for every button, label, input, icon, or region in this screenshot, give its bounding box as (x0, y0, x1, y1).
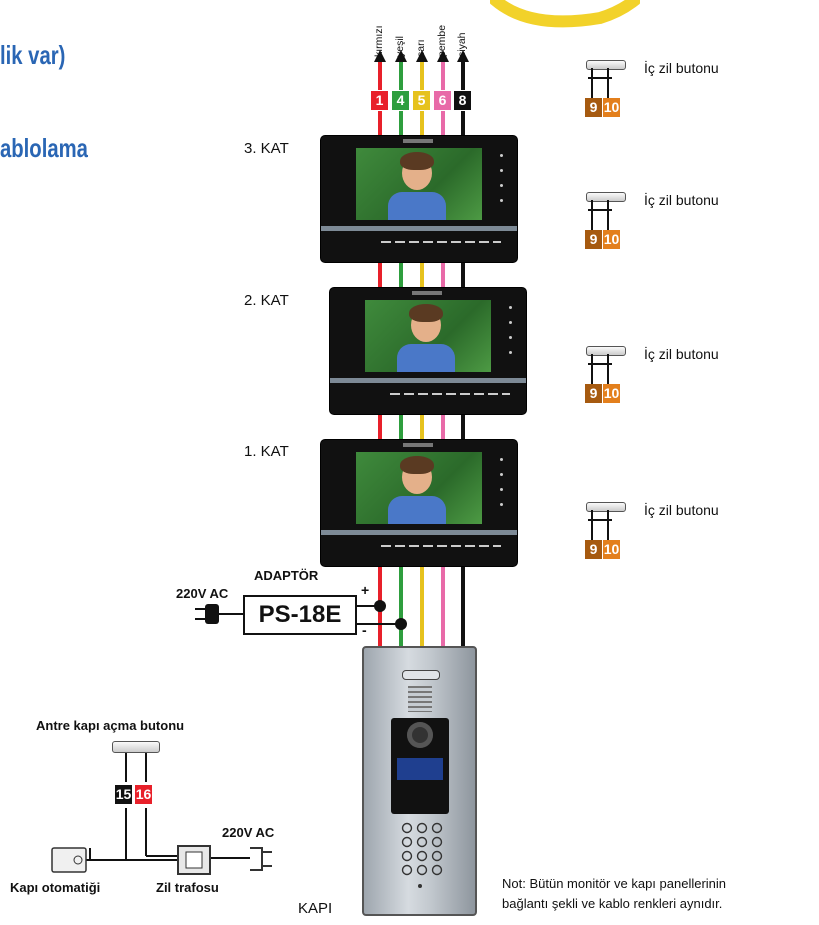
heading-line-1: lik var) (0, 40, 66, 70)
doorbell-terminal-9: 9 (585, 98, 602, 117)
door-lock-icon (51, 847, 87, 873)
doorbell-terminal-9: 9 (585, 540, 602, 559)
wire-label-red: kırmızı (373, 25, 385, 58)
junction-minus (395, 618, 407, 630)
doorbell-terminal-10: 10 (603, 230, 620, 249)
keypad (400, 822, 446, 878)
wire-label-black: siyah (456, 32, 468, 57)
terminal-8: 8 (454, 91, 471, 110)
entrance-button-icon (112, 741, 160, 753)
note-line-2: bağlantı şekli ve kablo renkleri aynıdır… (502, 896, 723, 911)
wire-label-green: yeşil (394, 35, 406, 57)
arrow-yellow (416, 50, 428, 62)
monitor-screen (356, 452, 482, 524)
doorbell-button-icon (586, 192, 626, 202)
doorbell-terminal-10: 10 (603, 384, 620, 403)
doorbell-button-icon (586, 346, 626, 356)
door-panel (362, 646, 477, 916)
doorbell-label: İç zil butonu (644, 346, 719, 362)
monitor-screen (365, 300, 491, 372)
terminal-4: 4 (392, 91, 409, 110)
arrow-pink (437, 50, 449, 62)
yellow-swoosh (490, 0, 640, 28)
doorbell-button-icon (586, 502, 626, 512)
floor-label-3: 3. KAT (244, 140, 289, 157)
door-panel-logo (402, 670, 440, 680)
monitor-floor-1 (321, 440, 517, 566)
monitor-floor-2 (330, 288, 526, 414)
arrow-black (457, 50, 469, 62)
speaker-grille (408, 686, 432, 712)
transformer-label: Zil trafosu (156, 880, 219, 895)
adapter-ac-label: 220V AC (176, 586, 229, 601)
adapter-title: ADAPTÖR (254, 568, 319, 583)
doorbell-terminal-10: 10 (603, 98, 620, 117)
entrance-terminal-15: 15 (115, 785, 132, 804)
note-line-1: Not: Bütün monitör ve kapı panellerinin (502, 876, 727, 891)
camera-icon (407, 722, 433, 748)
doorbell-label: İç zil butonu (644, 60, 719, 76)
heading-line-2: ablolama (0, 133, 88, 163)
doorbell-button-icon (586, 60, 626, 70)
monitor-screen (356, 148, 482, 220)
adapter-box: PS-18E (243, 595, 357, 635)
floor-label-2: 2. KAT (244, 292, 289, 309)
entrance-button-label: Antre kapı açma butonu (36, 718, 185, 733)
doorbell-label: İç zil butonu (644, 192, 719, 208)
top-terminal-block: 1 4 5 6 8 (369, 90, 475, 111)
adapter-minus: - (362, 622, 367, 638)
floor-label-1: 1. KAT (244, 443, 289, 460)
arrow-red (374, 50, 386, 62)
camera-display-panel (391, 718, 449, 814)
wire-label-yellow: sarı (415, 39, 427, 57)
plug-icon (205, 604, 219, 624)
entrance-terminal-16: 16 (135, 785, 152, 804)
doorbell-terminal-10: 10 (603, 540, 620, 559)
arrow-green (395, 50, 407, 62)
ac-socket-icon (250, 847, 263, 871)
doorbell-terminal-9: 9 (585, 384, 602, 403)
adapter-plus: + (361, 582, 370, 598)
terminal-1: 1 (371, 91, 388, 110)
lcd-display (397, 758, 443, 780)
entrance-ac-label: 220V AC (222, 825, 275, 840)
terminal-6: 6 (434, 91, 451, 110)
wire-label-pink: pembe (436, 24, 448, 57)
door-panel-label: KAPI (298, 900, 333, 917)
monitor-floor-3 (321, 136, 517, 262)
doorbell-terminal-9: 9 (585, 230, 602, 249)
junction-plus (374, 600, 386, 612)
terminal-5: 5 (413, 91, 430, 110)
doorbell-label: İç zil butonu (644, 502, 719, 518)
door-lock-label: Kapı otomatiği (10, 880, 101, 895)
